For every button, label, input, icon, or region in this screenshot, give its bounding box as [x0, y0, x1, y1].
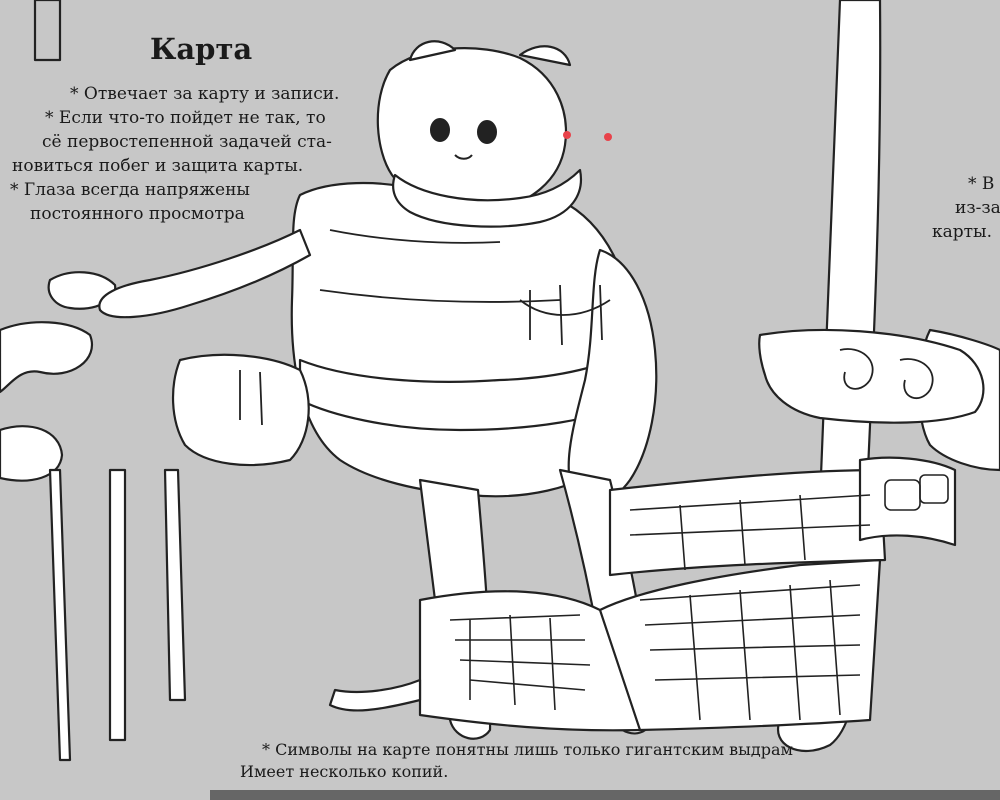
caption-line: * Символы на карте понятны лишь только г… — [262, 740, 793, 759]
head-shape — [376, 47, 567, 212]
map-sheet-shape — [608, 468, 887, 577]
bottom-scroll-bar — [210, 790, 1000, 800]
left-note-line: новиться побег и защита карты. — [12, 156, 304, 176]
page-title: Карта — [150, 32, 253, 66]
left-note-line: * Глаза всегда напряжены — [10, 180, 250, 200]
left-scroll-shape — [0, 425, 64, 482]
collar-shape — [392, 168, 583, 228]
left-note-line: сё первостепенной задачей ста- — [42, 132, 332, 152]
caption-line: Имеет несколько копий. — [240, 762, 449, 781]
left-arm-shape — [98, 228, 312, 319]
left-note-line: постоянного просмотра — [30, 204, 245, 224]
map-book-shape — [418, 558, 882, 732]
right-note-line: карты. — [932, 222, 992, 242]
left-note-line: * Отвечает за карту и записи. — [70, 84, 340, 104]
glowing-eyes — [563, 131, 612, 141]
right-note-line: из-за — [955, 198, 1000, 218]
left-flourish-shape — [0, 321, 93, 394]
right-note-line: * В — [968, 174, 995, 194]
left-note-line: * Если что-то пойдет не так, то — [45, 108, 326, 128]
